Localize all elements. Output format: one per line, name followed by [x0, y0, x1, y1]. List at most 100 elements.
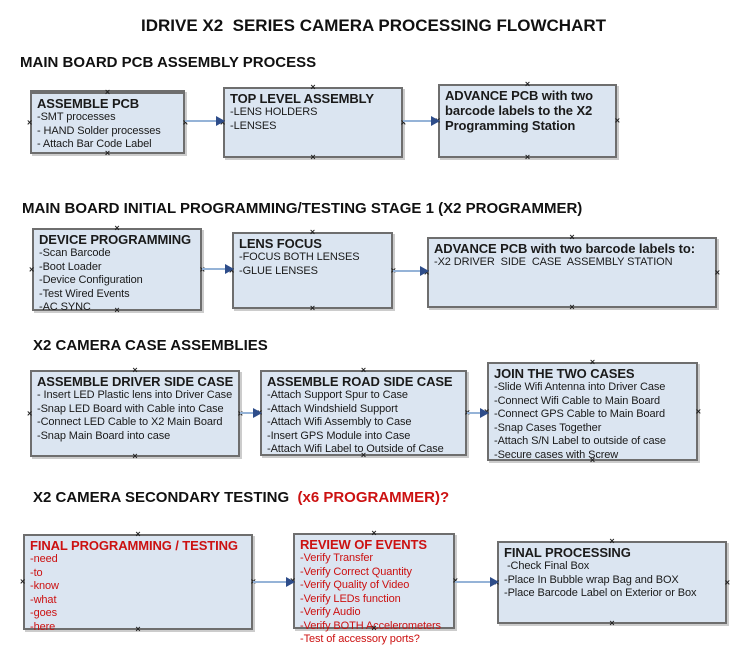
- flowbox-line: -SMT processes: [37, 111, 116, 123]
- anchor-mark: ×: [614, 115, 620, 126]
- flowbox-line: -Connect GPS Cable to Main Board: [494, 408, 666, 420]
- flowbox-line: -Attach Wifi Assembly to Case: [267, 416, 412, 428]
- flowbox-line: -Connect LED Cable to X2 Main Board: [37, 416, 223, 428]
- flowbox-assemble-road-side-case[interactable]: ASSEMBLE ROAD SIDE CASE -Attach Support …: [257, 366, 470, 460]
- anchor-mark: ×: [182, 117, 188, 128]
- flowbox-title: ASSEMBLE ROAD SIDE CASE: [267, 374, 453, 389]
- anchor-mark: ×: [114, 305, 120, 315]
- anchor-mark: ×: [609, 618, 615, 628]
- flowbox-advance-pcb-programming-station[interactable]: ADVANCE PCB with two barcode labels to t…: [435, 80, 620, 162]
- flowbox-line: -Attach Windshield Support: [267, 402, 398, 415]
- connector-arrow[interactable]: [185, 116, 225, 126]
- anchor-mark: ×: [309, 303, 316, 313]
- flowbox-line: -Scan Barcode: [39, 247, 111, 259]
- flowbox-line: -what: [30, 593, 57, 606]
- flowbox-title: LENS FOCUS: [239, 236, 322, 251]
- flowbox-title: TOP LEVEL ASSEMBLY: [230, 91, 374, 106]
- anchor-mark: ×: [371, 528, 377, 538]
- flowbox-final-programming-testing[interactable]: FINAL PROGRAMMING / TESTING -need -to -k…: [20, 530, 256, 634]
- connector-arrow[interactable]: [240, 408, 262, 418]
- flowbox-lens-focus[interactable]: LENS FOCUS -FOCUS BOTH LENSES -GLUE LENS…: [229, 228, 396, 313]
- connector-arrow[interactable]: [393, 266, 429, 276]
- anchor-mark: ×: [135, 529, 141, 539]
- flowbox-line: -X2 DRIVER SIDE CASE ASSEMBLY STATION: [434, 256, 673, 268]
- anchor-mark: ×: [27, 408, 33, 418]
- flowbox-review-of-events[interactable]: REVIEW OF EVENTS -Verify Transfer -Verif…: [290, 529, 458, 646]
- anchor-mark: ×: [27, 117, 33, 128]
- anchor-mark: ×: [695, 406, 701, 416]
- flowbox-line: -Verify Quality of Video: [300, 579, 410, 591]
- anchor-mark: ×: [20, 576, 26, 587]
- flowbox-title: ASSEMBLE PCB: [37, 96, 140, 111]
- flowbox-device-programming[interactable]: DEVICE PROGRAMMING -Scan Barcode -Boot L…: [29, 224, 205, 315]
- flowbox-line: -Attach S/N Label to outside of case: [494, 435, 666, 447]
- flowbox-line: -GLUE LENSES: [239, 264, 318, 277]
- flowbox-line: -Check Final Box: [504, 560, 590, 572]
- anchor-mark: ×: [360, 365, 367, 375]
- flowbox-line: -Snap Main Board into case: [37, 429, 171, 442]
- section-heading-initial-programming: MAIN BOARD INITIAL PROGRAMMING/TESTING S…: [22, 200, 583, 217]
- anchor-mark: ×: [569, 302, 575, 312]
- anchor-mark: ×: [524, 152, 531, 162]
- anchor-mark: ×: [524, 79, 531, 89]
- flowbox-line: -LENS HOLDERS: [230, 106, 318, 118]
- flowbox-title: DEVICE PROGRAMMING: [39, 232, 192, 247]
- flowbox-line: -Boot Loader: [39, 260, 102, 273]
- flowbox-line: -Connect Wifi Cable to Main Board: [494, 394, 661, 407]
- anchor-mark: ×: [104, 87, 111, 97]
- flowbox-line: - HAND Solder processes: [37, 124, 161, 137]
- anchor-mark: ×: [310, 152, 316, 162]
- anchor-mark: ×: [104, 148, 111, 158]
- flowbox-line: -here: [30, 620, 56, 633]
- anchor-mark: ×: [135, 624, 141, 634]
- flowbox-line: -Snap Cases Together: [494, 421, 602, 434]
- flowbox-line: -FOCUS BOTH LENSES: [239, 251, 360, 263]
- flowbox-line: -Verify Correct Quantity: [300, 565, 412, 578]
- flowbox-line: -Verify BOTH Accelerometers: [300, 619, 441, 632]
- flowbox-title: FINAL PROGRAMMING / TESTING: [30, 538, 238, 553]
- flowbox-line: -Place Barcode Label on Exterior or Box: [504, 587, 697, 599]
- flowbox-line: -Attach Support Spur to Case: [267, 389, 408, 401]
- connector-arrow[interactable]: [403, 116, 440, 126]
- flowbox-advance-pcb-driver-side-station[interactable]: ADVANCE PCB with two barcode labels to: …: [424, 233, 720, 312]
- flowbox-line: -Place In Bubble wrap Bag and BOX: [504, 573, 679, 586]
- flowbox-final-processing[interactable]: FINAL PROCESSING -Check Final Box -Place…: [494, 537, 730, 628]
- anchor-mark: ×: [114, 223, 120, 233]
- anchor-mark: ×: [589, 357, 596, 367]
- flowbox-assemble-pcb[interactable]: ASSEMBLE PCB -SMT processes - HAND Solde…: [27, 87, 188, 158]
- anchor-mark: ×: [360, 450, 367, 460]
- flowbox-line: -to: [30, 566, 43, 579]
- flowbox-join-the-two-cases[interactable]: JOIN THE TWO CASES -Slide Wifi Antenna i…: [484, 358, 701, 465]
- anchor-mark: ×: [724, 577, 730, 587]
- anchor-mark: ×: [569, 232, 575, 242]
- section-heading-black-part: X2 CAMERA SECONDARY TESTING: [33, 489, 294, 506]
- flowbox-line: -Verify Audio: [300, 606, 361, 618]
- section-heading-secondary-testing: X2 CAMERA SECONDARY TESTING (x6 PROGRAMM…: [33, 489, 449, 506]
- connector-arrow[interactable]: [455, 577, 499, 587]
- connector-arrow[interactable]: [467, 408, 489, 418]
- anchor-mark: ×: [589, 455, 596, 465]
- flowbox-line: -Attach Wifi Label to Outside of Case: [267, 443, 444, 455]
- flowbox-assemble-driver-side-case[interactable]: ASSEMBLE DRIVER SIDE CASE - Insert LED P…: [27, 366, 243, 461]
- section-heading-red-part: (x6 PROGRAMMER)?: [293, 489, 450, 506]
- anchor-mark: ×: [400, 117, 406, 127]
- anchor-mark: ×: [453, 576, 458, 586]
- flowbox-line: -AC SYNC: [39, 301, 91, 313]
- connector-arrow[interactable]: [253, 577, 295, 587]
- anchor-mark: ×: [29, 264, 35, 274]
- flowbox-line: - Insert LED Plastic lens into Driver Ca…: [37, 389, 233, 401]
- flowbox-line: -Slide Wifi Antenna into Driver Case: [494, 381, 666, 393]
- flowbox-top-level-assembly[interactable]: TOP LEVEL ASSEMBLY -LENS HOLDERS -LENSES…: [220, 83, 406, 162]
- flowbox-line: -LENSES: [230, 119, 277, 132]
- flowbox-line: -Verify Transfer: [300, 552, 373, 564]
- page-title: IDRIVE X2 SERIES CAMERA PROCESSING FLOWC…: [140, 16, 607, 35]
- flowbox-line: -need: [30, 553, 58, 565]
- anchor-mark: ×: [371, 623, 377, 633]
- anchor-mark: ×: [132, 365, 138, 375]
- anchor-mark: ×: [609, 536, 615, 546]
- flowbox-title: ADVANCE PCB with two barcode labels to:: [434, 241, 695, 256]
- connector-arrow[interactable]: [202, 264, 234, 274]
- anchor-mark: ×: [309, 227, 316, 237]
- flowbox-title: REVIEW OF EVENTS: [300, 537, 427, 552]
